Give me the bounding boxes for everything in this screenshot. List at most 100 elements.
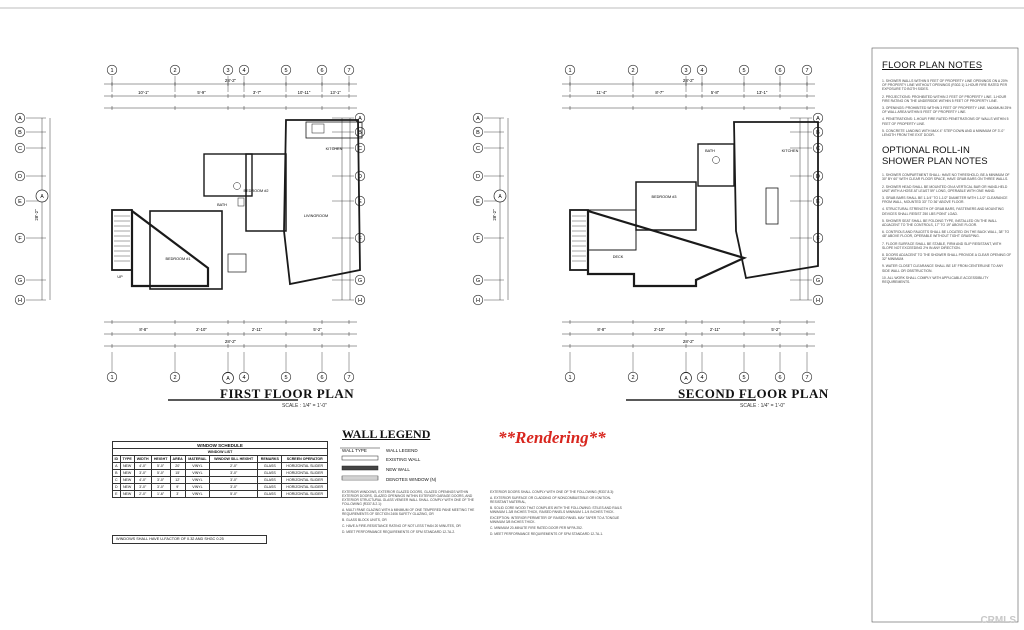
roll-in-shower-note: 10. ALL WORK SHALL COMPLY WITH APPLICABL… xyxy=(882,275,989,285)
grid-row-bubble xyxy=(354,294,366,306)
window-schedule-subtitle: WINDOW LIST xyxy=(112,448,328,456)
second-floor-scale: SCALE : 1/4" = 1'-0" xyxy=(740,403,785,409)
grid-row-bubble xyxy=(472,142,484,154)
grid-column-bubble xyxy=(680,64,692,76)
schedule-cell: GLASS xyxy=(257,490,283,498)
grid-column-bubble xyxy=(238,371,250,383)
legend-new-wall: NEW WALL xyxy=(386,467,410,472)
top-dimension-label: 5'-8" xyxy=(711,90,720,95)
floor-plan-note: 5. CONCRETE LANDING WITH MAX 4" STEP DOW… xyxy=(882,128,1005,138)
toilet-icon xyxy=(712,156,720,164)
window-code-note: EXTERIOR WINDOWS, EXTERIOR GLAZED DOORS,… xyxy=(342,490,474,506)
grid-column-bubble xyxy=(106,371,118,383)
schedule-cell: VINYL xyxy=(184,490,211,498)
schedule-cell: 5'-0" xyxy=(209,490,259,498)
legend-window: DENOTES WINDOW (N) xyxy=(386,477,437,482)
exterior-wall xyxy=(586,209,748,288)
schedule-cell: 2'-0" xyxy=(209,462,259,470)
schedule-cell: 3'-0" xyxy=(133,469,152,477)
schedule-cell: 4'-0" xyxy=(133,476,152,484)
grid-row-bubble xyxy=(472,195,484,207)
room-label: BEDROOM #2 xyxy=(244,189,269,193)
grid-bubble-label: 5 xyxy=(742,375,745,381)
laundry xyxy=(227,253,247,273)
window-schedule-note: WINDOWS SHALL HAVE U-FACTOR OF 0.32 AND … xyxy=(112,535,267,544)
section-marker-label: A xyxy=(40,194,44,200)
schedule-header-cell: HEIGHT xyxy=(150,455,171,463)
floor-plan-note: 4. PENETRATIONS: 1-HOUR FIRE RATED PENET… xyxy=(882,117,1009,126)
grid-row-bubble xyxy=(472,170,484,182)
bottom-dimension-label: 5'-2" xyxy=(313,327,322,332)
grid-column-bubble xyxy=(222,64,234,76)
roll-in-shower-note: 7. FLOOR SURFACE SHALL BE STABLE, FIRM A… xyxy=(882,241,1002,250)
floor-plan-note: 1. SHOWER WALLS WITHIN 5 FEET OF PROPERT… xyxy=(882,79,1008,92)
schedule-cell: HORIZONTAL SLIDER xyxy=(281,490,328,498)
grid-row-bubble xyxy=(472,112,484,124)
rendering-label: **Rendering** xyxy=(498,428,606,447)
schedule-header-cell: REMARKS xyxy=(257,455,283,463)
grid-bubble-label: 6 xyxy=(320,68,323,74)
bath-walls xyxy=(697,143,735,187)
schedule-cell: 12' xyxy=(169,476,186,484)
first-floor-scale: SCALE : 1/4" = 1'-0" xyxy=(282,403,327,409)
grid-column-bubble xyxy=(627,64,639,76)
top-dimension-label: 10'-1" xyxy=(138,90,149,95)
stair-walls xyxy=(569,209,589,271)
grid-row-bubble xyxy=(354,170,366,182)
grid-row-bubble xyxy=(472,274,484,286)
schedule-cell: GLASS xyxy=(257,469,283,477)
roll-in-shower-heading: OPTIONAL ROLL-IN SHOWER PLAN NOTES xyxy=(882,145,988,168)
grid-row-bubble xyxy=(354,274,366,286)
grid-bubble-label: A xyxy=(476,116,480,122)
legend-col-left: WALL TYPE xyxy=(342,448,367,453)
floor-plan-notes-heading: FLOOR PLAN NOTES xyxy=(882,60,983,71)
grid-bubble-label: C xyxy=(18,146,22,152)
side-dimension-label: 28'-2" xyxy=(34,209,39,221)
room-label: LIVINGROOM xyxy=(304,214,328,218)
floor-plan-note: 2. PROJECTIONS: PROHIBITED WITHIN 2 FEET… xyxy=(882,94,1007,103)
schedule-cell: E xyxy=(112,490,121,498)
grid-row-bubble xyxy=(472,294,484,306)
grid-column-bubble xyxy=(280,371,292,383)
grid-bubble-label: D xyxy=(476,174,480,180)
watermark: CRMLS xyxy=(980,615,1016,626)
grid-column-bubble xyxy=(696,64,708,76)
schedule-header-cell: AREA xyxy=(169,455,186,463)
grid-bubble-label: D xyxy=(358,174,362,180)
deck-outline xyxy=(587,209,637,251)
grid-column-bubble xyxy=(106,64,118,76)
legend-row-header: WALL LEGEND xyxy=(386,448,418,453)
grid-bubble-label: 5 xyxy=(284,68,287,74)
room-label: BEDROOM #3 xyxy=(652,195,677,199)
grid-row-bubble xyxy=(14,195,26,207)
grid-bubble-label: H xyxy=(476,298,480,304)
toilet-icon xyxy=(233,182,241,190)
grid-bubble-label: 7 xyxy=(805,375,808,381)
grid-column-bubble xyxy=(169,371,181,383)
roll-in-shower-note: 9. WATER CLOSET CLEARANCE SHALL BE 18" F… xyxy=(882,264,1004,273)
room-label: KITCHEN xyxy=(326,147,343,151)
top-dimension-label: 13'-1" xyxy=(330,90,341,95)
schedule-cell: GLASS xyxy=(257,462,283,470)
overall-dimension-label: 28'-2" xyxy=(225,339,237,344)
legend-existing-wall: EXISTING WALL xyxy=(386,457,421,462)
overall-dimension-label: 28'-2" xyxy=(683,339,695,344)
room-label: BATH xyxy=(705,149,715,153)
schedule-cell: 3'-0" xyxy=(150,483,171,491)
grid-column-bubble xyxy=(169,64,181,76)
schedule-cell: GLASS xyxy=(257,476,283,484)
grid-bubble-label: H xyxy=(816,298,820,304)
top-dimension-label: 13'-1" xyxy=(757,90,768,95)
schedule-cell: 20' xyxy=(169,462,186,470)
schedule-cell: 15' xyxy=(169,469,186,477)
room-label: BEDROOM #1 xyxy=(166,257,191,261)
bottom-dimension-label: 2'-11" xyxy=(252,327,263,332)
schedule-cell: 9' xyxy=(169,483,186,491)
grid-bubble-label: 2 xyxy=(173,68,176,74)
section-marker-label: A xyxy=(684,376,688,382)
grid-bubble-label: B xyxy=(358,130,362,136)
grid-bubble-label: H xyxy=(358,298,362,304)
